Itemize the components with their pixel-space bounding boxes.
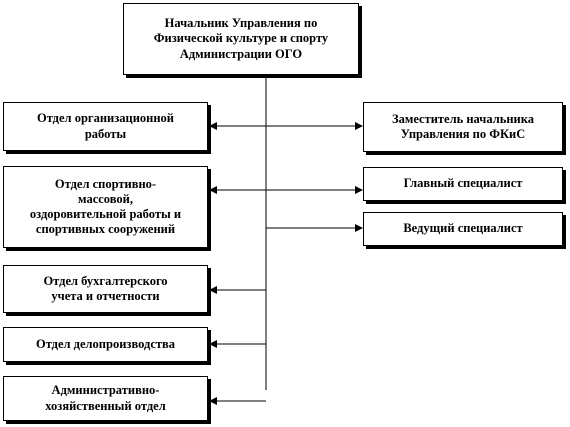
left-unit-organizational: Отдел организационной работы <box>3 102 208 151</box>
left-unit-accounting: Отдел бухгалтерского учета и отчетности <box>3 265 208 313</box>
right-unit-lead-specialist: Ведущий специалист <box>363 212 563 246</box>
left-unit-label: Отдел бухгалтерского учета и отчетности <box>43 273 168 303</box>
right-unit-chief-specialist: Главный специалист <box>363 167 563 201</box>
left-unit-label: Отдел спортивно- массовой, оздоровительн… <box>29 176 182 237</box>
left-unit-records: Отдел делопроизводства <box>3 327 208 362</box>
right-unit-label: Заместитель начальника Управления по ФКи… <box>391 111 535 141</box>
left-unit-label: Административно- хозяйственный отдел <box>45 383 166 413</box>
right-unit-label: Главный специалист <box>403 176 523 191</box>
left-unit-sports-mass: Отдел спортивно- массовой, оздоровительн… <box>3 166 208 248</box>
head-label: Начальник Управления по Физической культ… <box>153 16 329 61</box>
left-unit-administrative: Административно- хозяйственный отдел <box>3 376 208 421</box>
right-unit-label: Ведущий специалист <box>403 221 523 236</box>
right-unit-deputy-head: Заместитель начальника Управления по ФКи… <box>363 102 563 152</box>
left-unit-label: Отдел делопроизводства <box>35 336 176 351</box>
head-box: Начальник Управления по Физической культ… <box>123 3 359 75</box>
left-unit-label: Отдел организационной работы <box>36 111 175 141</box>
